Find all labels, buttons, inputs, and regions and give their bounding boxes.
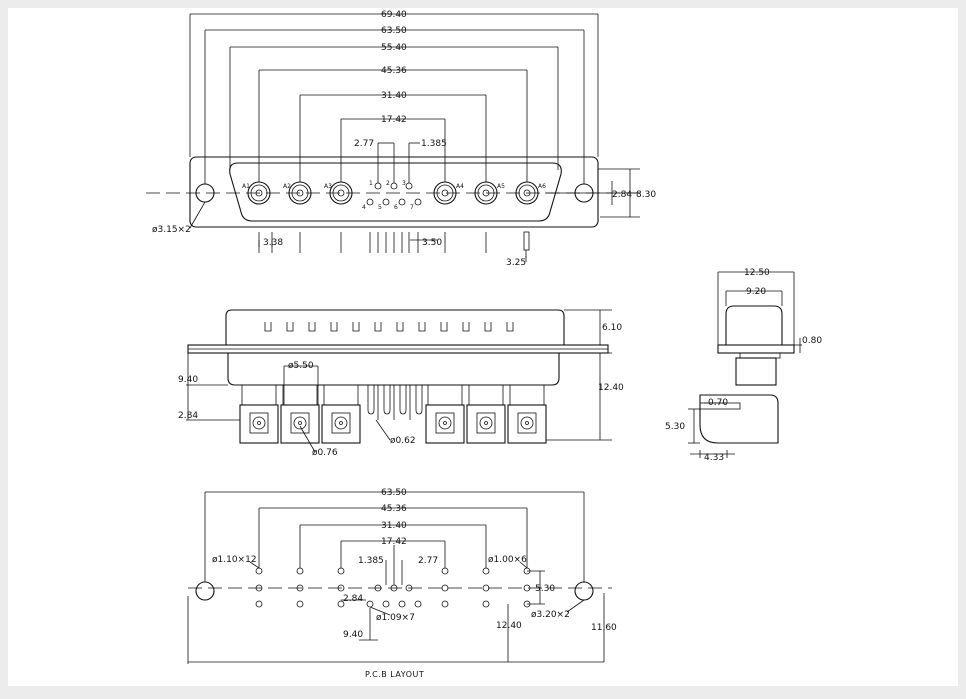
pcb-dim-9-40: 9.40 [343, 630, 363, 640]
signal-contact-6 [398, 198, 406, 206]
dim-dia-0-76: ø0.76 [312, 448, 338, 458]
pcb-dim-hole-1-09: ø1.09×7 [376, 613, 415, 623]
dim-31-40: 31.40 [381, 91, 407, 101]
pcb-dim-1-385: 1.385 [358, 556, 384, 566]
dim-1-385: 1.385 [421, 139, 447, 149]
dim-dia-5-50: ø5.50 [288, 361, 314, 371]
signal-contact-7 [414, 198, 422, 206]
pcb-dim-5-30: 5.30 [535, 584, 555, 594]
dim-69-40: 69.40 [381, 10, 407, 20]
pcb-dim-12-40: 12.40 [496, 621, 522, 631]
coax-label: A2 [283, 183, 291, 190]
dim-12-50: 12.50 [744, 268, 770, 278]
end-body [735, 357, 777, 386]
signal-label: 4 [362, 204, 366, 211]
side-view: 6.10 ø5.50 9.40 12.40 2.84 ø0.76 ø0.62 [178, 309, 624, 458]
coax-label: A5 [497, 183, 505, 190]
front-view: A1 A2 A3 A4 A5 A6 1 2 3 4 5 6 7 [146, 10, 656, 268]
coax-contact-a2 [288, 181, 312, 205]
end-coax-bend [699, 394, 779, 444]
end-view: 12.50 9.20 0.80 0.70 5.30 4.33 [665, 268, 822, 463]
dim-12-40: 12.40 [598, 383, 624, 393]
pcb-dim-hole-3-20: ø3.20×2 [531, 610, 570, 620]
front-width-dims [189, 13, 640, 262]
dim-45-36: 45.36 [381, 66, 407, 76]
pcb-signal-holes [366, 584, 422, 608]
coax-label: A3 [324, 183, 332, 190]
side-body [227, 353, 560, 386]
signal-label: 5 [378, 204, 382, 211]
pcb-dim-63-50: 63.50 [381, 488, 407, 498]
coax-label: A4 [456, 183, 464, 190]
dim-6-10: 6.10 [602, 323, 622, 333]
dim-3-38: 3.38 [263, 238, 283, 248]
signal-label: 3 [402, 180, 406, 187]
side-shell-top [225, 309, 565, 345]
pcb-dim-hole-1-10: ø1.10×12 [212, 555, 257, 565]
pcb-dim-hole-1-00: ø1.00×6 [488, 555, 527, 565]
signal-contact-4 [366, 198, 374, 206]
dim-0-70: 0.70 [708, 398, 728, 408]
end-dim-lines [688, 271, 802, 458]
side-coax-housings [239, 384, 547, 444]
signal-label: 1 [369, 180, 373, 187]
coax-label: A1 [242, 183, 250, 190]
pcb-dim-2-84: 2.84 [343, 594, 363, 604]
end-shell [725, 305, 783, 345]
dim-55-40: 55.40 [381, 43, 407, 53]
dim-17-42: 17.42 [381, 115, 407, 125]
dim-3-25: 3.25 [506, 258, 526, 268]
pcb-dim-lines [187, 491, 605, 664]
pcb-layout: 63.50 45.36 31.40 17.42 1.385 2.77 ø1.10… [187, 488, 617, 679]
dim-9-40: 9.40 [178, 375, 198, 385]
coax-label: A6 [538, 183, 546, 190]
pcb-coax-holes [255, 567, 531, 608]
dim-63-50: 63.50 [381, 26, 407, 36]
dim-2-77: 2.77 [354, 139, 374, 149]
signal-label: 2 [386, 180, 390, 187]
pcb-dim-11-60: 11.60 [591, 623, 617, 633]
side-shell-slots [264, 322, 514, 332]
signal-contact-5 [382, 198, 390, 206]
coax-contact-a5 [474, 181, 498, 205]
side-dim-lines [186, 309, 612, 453]
dim-3-50: 3.50 [422, 238, 442, 248]
signal-label: 7 [410, 204, 414, 211]
dim-4-33: 4.33 [704, 453, 724, 463]
dim-dia-0-62: ø0.62 [390, 436, 416, 446]
dim-2-84-side: 2.84 [178, 411, 198, 421]
dim-hole-dia: ø3.15×2 [152, 225, 191, 235]
dim-0-80: 0.80 [802, 336, 822, 346]
signal-label: 6 [394, 204, 398, 211]
pcb-dim-31-40: 31.40 [381, 521, 407, 531]
side-signal-pins [367, 385, 423, 420]
drawing-sheet [8, 8, 958, 686]
dim-2-84: 2.84 [612, 190, 632, 200]
pcb-dim-2-77: 2.77 [418, 556, 438, 566]
pcb-dim-17-42: 17.42 [381, 537, 407, 547]
pcb-caption: P.C.B LAYOUT [365, 670, 424, 679]
dim-8-30: 8.30 [636, 190, 656, 200]
dim-5-30-end: 5.30 [665, 422, 685, 432]
pcb-dim-45-36: 45.36 [381, 504, 407, 514]
dim-9-20: 9.20 [746, 287, 766, 297]
